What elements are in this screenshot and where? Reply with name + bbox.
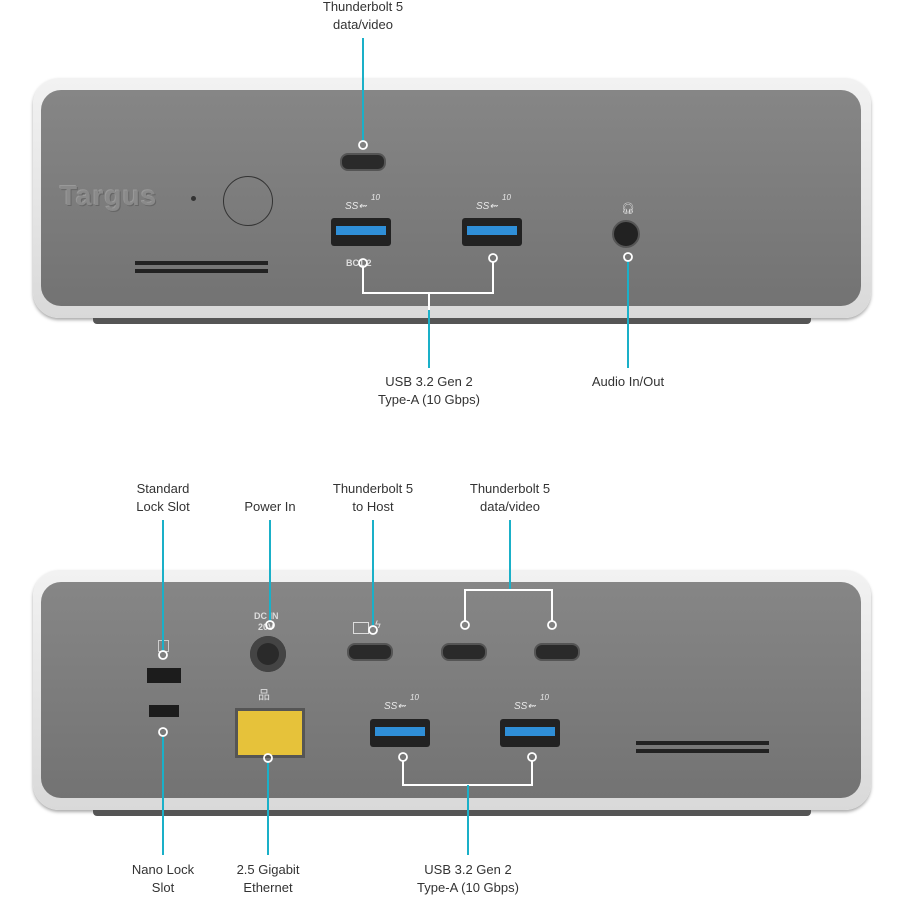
callout-dot [460, 620, 470, 630]
leader-back-usb-bracket [402, 761, 533, 786]
back-usb-a-port-1 [370, 719, 430, 747]
callout-dot [368, 625, 378, 635]
callout-dot [488, 253, 498, 263]
callout-dot [358, 258, 368, 268]
back-panel [41, 582, 861, 798]
laptop-icon [353, 622, 369, 634]
callout-dot [263, 753, 273, 763]
usb-speed-mark: 10 [371, 193, 380, 202]
label-line: data/video [479, 499, 540, 514]
callout-dot [158, 727, 168, 737]
label-line: Type-A (10 Gbps) [378, 392, 480, 407]
label-line: Standard [136, 481, 190, 496]
label-line: Slot [151, 880, 175, 895]
label-tb5-host: Thunderbolt 5 to Host [333, 480, 413, 516]
dock-back-view [33, 570, 871, 816]
usb-speed-mark: 10 [540, 693, 549, 702]
back-card-slot [636, 741, 769, 745]
headphone-icon: 🎧︎ [621, 203, 635, 215]
dc-in-label: DC IN [254, 611, 279, 621]
label-audio: Audio In/Out [592, 373, 664, 391]
front-thunderbolt-port [340, 153, 386, 171]
label-line: Thunderbolt 5 [322, 0, 404, 14]
ethernet-port [235, 708, 305, 758]
sd-card-slot [135, 261, 268, 265]
label-line: Ethernet [243, 880, 293, 895]
callout-dot [158, 650, 168, 660]
label-line: to Host [352, 499, 394, 514]
audio-jack [612, 220, 640, 248]
front-usb-a-port-1 [331, 218, 391, 246]
label-line: data/video [332, 17, 393, 32]
label-line: Thunderbolt 5 [469, 481, 551, 496]
callout-dot [265, 620, 275, 630]
label-line: USB 3.2 Gen 2 [385, 374, 473, 389]
callout-dot [547, 620, 557, 630]
thunderbolt-data-port-1 [441, 643, 487, 661]
callout-dot [358, 140, 368, 150]
usb-speed-mark: 10 [410, 693, 419, 702]
dc-power-jack [250, 636, 286, 672]
label-line: Thunderbolt 5 [332, 481, 414, 496]
usb-speed-mark: 10 [502, 193, 511, 202]
dock-front-view [33, 78, 871, 324]
usb-ss-logo: SS⇜ [514, 701, 536, 712]
label-line: Nano Lock [131, 862, 195, 877]
label-front-tb5: Thunderbolt 5 data/video [323, 0, 403, 34]
back-usb-a-port-2 [500, 719, 560, 747]
front-usb-a-port-2 [462, 218, 522, 246]
label-line: Type-A (10 Gbps) [417, 880, 519, 895]
label-line: 2.5 Gigabit [236, 862, 300, 877]
thunderbolt-host-port [347, 643, 393, 661]
power-button[interactable] [223, 176, 273, 226]
brand-logo: Targus [60, 180, 158, 211]
callout-dot [527, 752, 537, 762]
leader-tb5-data-bracket [464, 589, 553, 621]
usb-ss-logo: SS⇜ [345, 201, 367, 212]
front-panel [41, 90, 861, 306]
label-front-usb: USB 3.2 Gen 2 Type-A (10 Gbps) [378, 373, 480, 409]
label-line: Power In [244, 499, 296, 514]
usb-ss-logo: SS⇜ [384, 701, 406, 712]
standard-lock-slot [147, 668, 181, 683]
callout-dot [623, 252, 633, 262]
label-line: Lock Slot [136, 499, 190, 514]
device-foot [93, 810, 811, 816]
label-back-usb: USB 3.2 Gen 2 Type-A (10 Gbps) [417, 861, 519, 897]
label-tb5-data: Thunderbolt 5 data/video [470, 480, 550, 516]
nano-lock-slot [149, 705, 179, 717]
label-power: Power In [244, 498, 295, 516]
callout-dot [398, 752, 408, 762]
usb-ss-logo: SS⇜ [476, 201, 498, 212]
thunderbolt-icon: ϟ [375, 619, 381, 631]
device-foot [93, 318, 811, 324]
status-led [191, 196, 196, 201]
label-line: USB 3.2 Gen 2 [424, 862, 512, 877]
network-icon: 品 [258, 688, 271, 702]
label-line: Audio In/Out [591, 374, 665, 389]
thunderbolt-data-port-2 [534, 643, 580, 661]
